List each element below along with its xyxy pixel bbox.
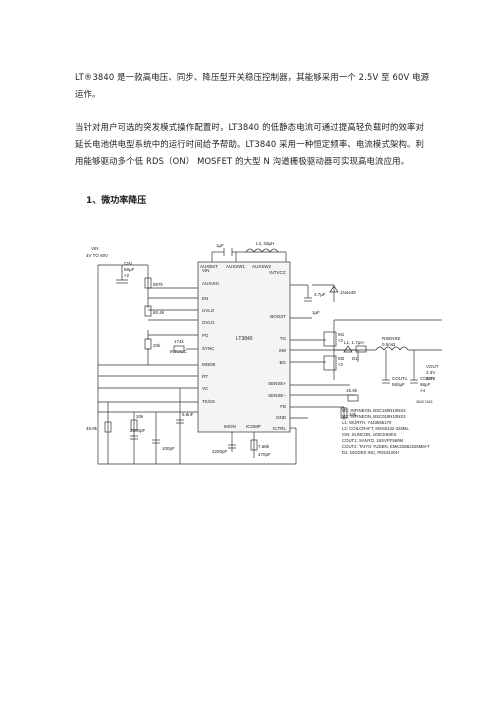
rsense-label: RSENSE [382, 336, 401, 341]
cout1-value: 560µF [392, 382, 405, 387]
resistor-label: 20k [136, 414, 144, 419]
component-note: L1: WÜRTH, 7443556170 [342, 420, 392, 425]
mosfet-label: M1 [338, 332, 345, 337]
vin-label: VIN [91, 246, 99, 251]
cout2-label: COUT2 [420, 376, 436, 381]
vin-range: 4V TO 60V [86, 253, 108, 258]
pin-label: AUXSW1 [226, 264, 246, 269]
pin-label: EN [202, 296, 208, 301]
pin-label: BOOST [270, 314, 286, 319]
component-note: L2: COILCRAFT, MSS6132-333ML [342, 426, 409, 431]
ic-name: LT3840 [236, 336, 253, 342]
vout-current: 20A [426, 376, 434, 381]
diode-label: 1N4448 [340, 290, 356, 295]
resistor-label: 174k [174, 339, 185, 344]
pin-label: PG [202, 333, 209, 338]
mosfet-count: ×2 [338, 338, 344, 343]
cout1-label: COUT1 [392, 376, 408, 381]
pin-label: FB [280, 404, 286, 409]
pin-label: OVLO [202, 320, 215, 325]
pin-label: BG [279, 360, 286, 365]
pin-label: SW [279, 348, 287, 353]
pin-label: INTVCC [269, 270, 287, 275]
pin-label: RT [202, 374, 208, 379]
rsense-value: 0.5mΩ [382, 342, 396, 347]
component-note: CIN: SUNCON, 100CE68KS [342, 432, 397, 437]
diode-label: D1 [352, 356, 358, 361]
pin-label: AUXVIN [202, 281, 219, 286]
component-note: M2: INFINEON, BSC018N10NS3 [342, 414, 406, 419]
pin-label: MODE [202, 362, 216, 367]
resistor-label: 10k [349, 412, 357, 417]
pin-label: UVLO [202, 308, 215, 313]
resistor-label: 60.4k [153, 310, 165, 315]
pin-label: SENSE− [268, 393, 286, 398]
cout2-value: 68µF [420, 382, 431, 387]
intvcc-label: INTVCC [170, 349, 188, 354]
drawing-id: 3840 TA01 [416, 400, 433, 404]
pin-label: VIN [202, 268, 210, 273]
pin-label: ICTRL [273, 426, 286, 431]
section-heading: 1、微功率降压 [86, 196, 147, 206]
inductor-label: L1, 1.7µH [344, 340, 364, 345]
paragraph-intro-text: LT®3840 是一款高电压、同步、降压型开关稳压控制器，其能够采用一个 2.5… [75, 72, 430, 99]
resistor-label: 20k [153, 343, 161, 348]
pin-label: IMON [224, 424, 236, 429]
pin-label: TG [280, 336, 287, 341]
component-note: M1: INFINEON, BSC160N10NS3 [342, 408, 406, 413]
resistor-label: 16.9k [346, 388, 358, 393]
vout-label: VOUT [426, 364, 439, 369]
inductor-label: L2, 33µH [256, 241, 274, 246]
cin-label: CIN [124, 261, 132, 266]
resistor-label: 7.68k [258, 444, 270, 449]
pin-label: SENSE+ [268, 381, 286, 386]
cin-count: ×2 [124, 273, 130, 278]
cap-label: 100pF [162, 446, 175, 451]
mosfet-count: ×2 [338, 362, 344, 367]
cap-label: 470pF [258, 452, 271, 457]
mosfet-label: M2 [338, 356, 345, 361]
component-note: D1: DIODES INC, PDS3100H [342, 450, 399, 455]
resistor-label: 887k [153, 282, 164, 287]
pin-label: AUXSW2 [252, 264, 272, 269]
resistor-label: 49.9k [86, 426, 98, 431]
pin-label: ICOMP [246, 424, 261, 429]
cap-label: 2200pF [212, 449, 228, 454]
paragraph-description: 当针对用户可选的突发模式操作配置时，LT3840 的低静态电流可通过提高轻负载时… [75, 119, 430, 170]
vout-value: 3.3V [426, 370, 435, 375]
pin-label: AUXBST [200, 264, 218, 269]
pin-label: SYNC [202, 346, 215, 351]
cout2-count: ×4 [420, 388, 426, 393]
paragraph-intro: LT®3840 是一款高电压、同步、降压型开关稳压控制器，其能够采用一个 2.5… [75, 69, 430, 103]
cap-label: 2200pF [130, 428, 146, 433]
cap-label: 4.7µF [314, 292, 326, 297]
paragraph-description-text: 当针对用户可选的突发模式操作配置时，LT3840 的低静态电流可通过提高轻负载时… [75, 122, 425, 166]
cin-value: 68µF [124, 267, 135, 272]
pin-label: TK/SS [202, 399, 215, 404]
cap-label: 6.8nF [182, 412, 194, 417]
component-note: COUT1: SANYO, 16SVPF560M [342, 438, 404, 443]
component-note: COUT2: TAIYO YUDEN, EMK325BJ226MM-T [342, 444, 430, 449]
ic-body [197, 261, 291, 433]
cap-label: 1µF [216, 243, 224, 248]
cap-label: 1µF [312, 310, 320, 315]
pin-label: GND [276, 415, 287, 420]
pin-label: VC [202, 386, 209, 391]
buck-regulator-schematic: VIN AUXVIN EN UVLO OVLO PG SYNC MODE RT … [86, 241, 442, 465]
